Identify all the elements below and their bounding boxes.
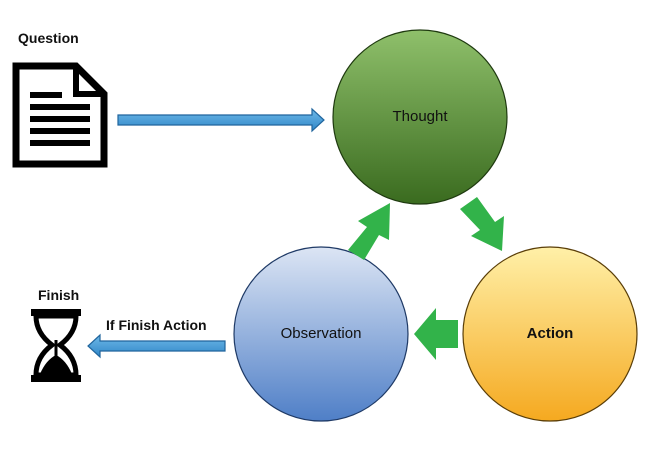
thought-node (332, 29, 508, 205)
observation-to-finish-arrow (87, 333, 226, 359)
action-node (462, 246, 638, 422)
observation-label: Observation (281, 325, 362, 342)
if-finish-action-label: If Finish Action (106, 317, 207, 333)
question-label: Question (18, 30, 79, 46)
observation-node (233, 246, 409, 422)
question-to-thought-arrow (117, 107, 325, 133)
finish-label: Finish (38, 287, 80, 303)
action-label: Action (527, 325, 574, 342)
hourglass-icon (31, 309, 81, 382)
document-icon (12, 62, 108, 168)
observation-to-thought-arrow (348, 203, 390, 260)
thought-label: Thought (392, 108, 448, 125)
action-to-observation-arrow (414, 308, 458, 360)
thought-to-action-arrow (460, 197, 504, 251)
